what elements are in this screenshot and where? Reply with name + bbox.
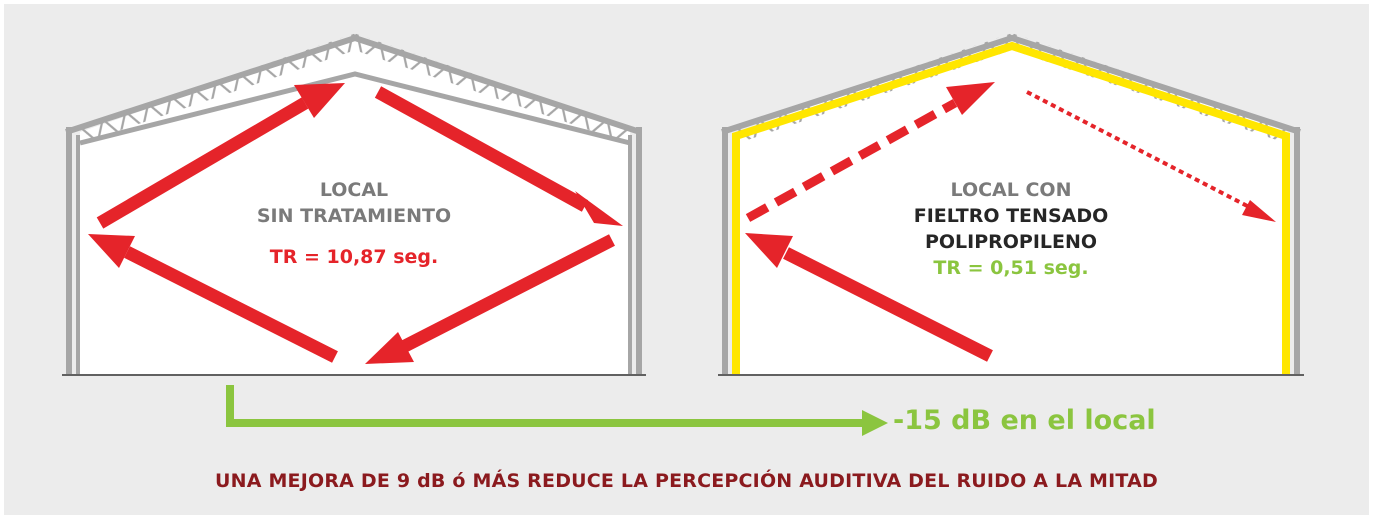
incident-arrow: [783, 247, 993, 362]
reflected-arrow-dotted: [1026, 90, 1256, 212]
improvement-arrow: [226, 385, 888, 436]
reflected-arrow-dashed: [745, 99, 958, 222]
right-column: [628, 135, 632, 374]
footer-caption: UNA MEJORA DE 9 dB ó MÁS REDUCE LA PERCE…: [215, 470, 1158, 492]
treated-tr-value: TR = 0,51 seg.: [933, 257, 1089, 279]
treated-label-line1: LOCAL CON: [950, 179, 1072, 201]
building-untreated: [62, 32, 646, 376]
left-column: [66, 127, 72, 374]
treated-label-line2: FIELTRO TENSADO: [913, 205, 1109, 227]
untreated-label-line2: SIN TRATAMIENTO: [256, 205, 452, 227]
untreated-tr-value: TR = 10,87 seg.: [269, 246, 439, 268]
felt-lining: [732, 41, 1290, 374]
treated-label-line3: POLIPROPILENO: [924, 231, 1098, 253]
building-treated: [718, 32, 1304, 376]
damped-sound-arrows: [745, 82, 1276, 362]
noise-reduction-label: -15 dB en el local: [893, 405, 1156, 436]
roof-truss: [65, 32, 641, 146]
reflection-arrow: [96, 97, 309, 229]
untreated-label-line1: LOCAL: [319, 179, 389, 201]
sound-reflection-arrows: [88, 83, 623, 364]
reflection-arrow: [374, 86, 589, 212]
reflection-arrow: [124, 246, 338, 363]
reflection-arrow: [402, 234, 615, 352]
